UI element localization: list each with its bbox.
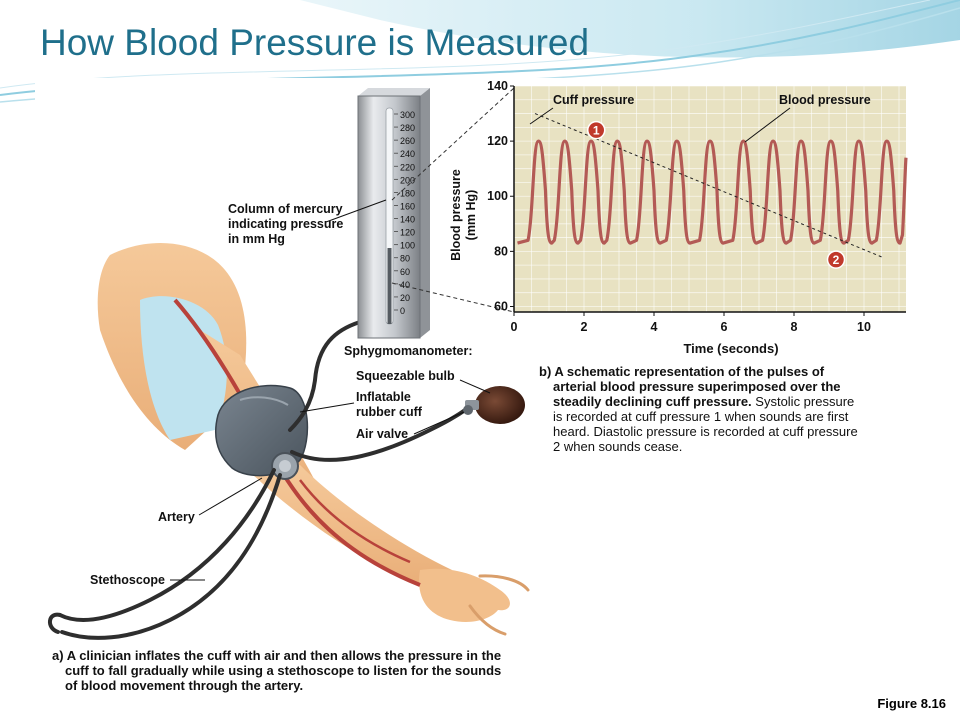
bulb-label: Squeezable bulb [356, 369, 455, 383]
manometer-tick-label: 220 [400, 162, 415, 172]
caption-b-bold-run: arterial blood pressure superimposed ove… [553, 379, 841, 394]
manometer-tick-label: 20 [400, 293, 410, 303]
y-axis-label-line2: (mm Hg) [464, 190, 478, 241]
cuff-label-line2: rubber cuff [356, 405, 423, 419]
y-tick-label: 140 [487, 79, 508, 93]
mercury-label-line2: indicating pressure [228, 217, 343, 231]
sphygmomanometer: 3002802602402202001801601401201008060402… [357, 88, 430, 339]
blood-pressure-callout: Blood pressure [779, 93, 871, 107]
figure-label: Figure 8.16 [877, 696, 946, 711]
manometer-tick-label: 60 [400, 267, 410, 277]
x-tick-label: 0 [511, 320, 518, 334]
manometer-tick-label: 40 [400, 280, 410, 290]
tubing [48, 320, 474, 640]
marker-2 [826, 250, 846, 269]
manometer-tick-label: 160 [400, 201, 415, 211]
x-tick-label: 4 [651, 320, 658, 334]
mercury-label-line3: in mm Hg [228, 232, 285, 246]
caption-b-line: steadily declining cuff pressure. Systol… [553, 394, 854, 409]
x-tick-label: 6 [721, 320, 728, 334]
cuff-pressure-callout: Cuff pressure [553, 93, 634, 107]
sphygmomanometer-label: Sphygmomanometer: [344, 344, 473, 358]
chart-ticks: 60 80 100 120 140 0 2 4 6 8 10 [487, 79, 871, 334]
mercury-label-line1: Column of mercury [228, 202, 343, 216]
manometer-tick-label: 280 [400, 123, 415, 133]
marker-1 [587, 120, 606, 140]
caption-b-bold-run: steadily declining cuff pressure. [553, 394, 752, 409]
caption-b-line: is recorded at cuff pressure 1 when soun… [553, 409, 849, 424]
cuff-label-line1: Inflatable [356, 390, 411, 404]
slide-title: How Blood Pressure is Measured [40, 22, 590, 63]
marker-2-label: 2 [833, 253, 840, 267]
caption-b-line: arterial blood pressure superimposed ove… [553, 379, 841, 394]
manometer-tick-label: 80 [400, 254, 410, 264]
manometer-tick-label: 300 [400, 110, 415, 120]
artery-label: Artery [158, 510, 195, 524]
caption-b: b) A schematic representation of the pul… [539, 364, 858, 454]
manometer-tick-label: 240 [400, 149, 415, 159]
valve-label: Air valve [356, 427, 408, 441]
x-axis-label: Time (seconds) [683, 341, 778, 356]
caption-b-normal-run: is recorded at cuff pressure 1 when soun… [553, 409, 849, 424]
y-axis-label-line1: Blood pressure [449, 169, 463, 261]
caption-b-bold-run: b) A schematic representation of the pul… [539, 364, 825, 379]
caption-a-line3: of blood movement through the artery. [65, 678, 303, 693]
bp-callout-leader [744, 107, 791, 143]
manometer-tick-label: 0 [400, 306, 405, 316]
caption-b-normal-run: heard. Diastolic pressure is recorded at… [553, 424, 858, 439]
marker-1-label: 1 [593, 124, 600, 138]
manometer-tick-label: 200 [400, 175, 415, 185]
x-tick-label: 10 [857, 320, 871, 334]
cuff-callout-leader [529, 107, 554, 125]
manometer-tick-label: 120 [400, 228, 415, 238]
caption-b-normal-run: Systolic pressure [752, 394, 855, 409]
stethoscope-label: Stethoscope [90, 573, 165, 587]
chart-axes [513, 86, 906, 313]
y-tick-label: 120 [487, 134, 508, 148]
y-tick-label: 60 [494, 299, 508, 313]
caption-b-line: b) A schematic representation of the pul… [539, 364, 825, 379]
blood-pressure-line [517, 139, 908, 245]
x-tick-label: 2 [581, 320, 588, 334]
caption-a-line2: cuff to fall gradually while using a ste… [65, 663, 501, 678]
caption-b-line: 2 when sounds cease. [553, 439, 682, 454]
plot-background [514, 86, 906, 312]
manometer-tick-label: 260 [400, 136, 415, 146]
manometer-scale: 3002802602402202001801601401201008060402… [394, 110, 415, 316]
arm-illustration [97, 243, 530, 636]
y-tick-label: 100 [487, 189, 508, 203]
x-tick-label: 8 [791, 320, 798, 334]
pressure-markers: 12 [587, 120, 846, 269]
squeezable-bulb [463, 386, 525, 424]
manometer-tick-label: 180 [400, 188, 415, 198]
manometer-tick-label: 140 [400, 215, 415, 225]
caption-a: a) A clinician inflates the cuff with ai… [52, 648, 501, 693]
manometer-tick-label: 100 [400, 241, 415, 251]
caption-b-line: heard. Diastolic pressure is recorded at… [553, 424, 858, 439]
caption-a-line1: a) A clinician inflates the cuff with ai… [52, 648, 501, 663]
equipment-labels: Column of mercury indicating pressure in… [90, 199, 491, 587]
y-tick-label: 80 [494, 244, 508, 258]
caption-b-normal-run: 2 when sounds cease. [553, 439, 682, 454]
